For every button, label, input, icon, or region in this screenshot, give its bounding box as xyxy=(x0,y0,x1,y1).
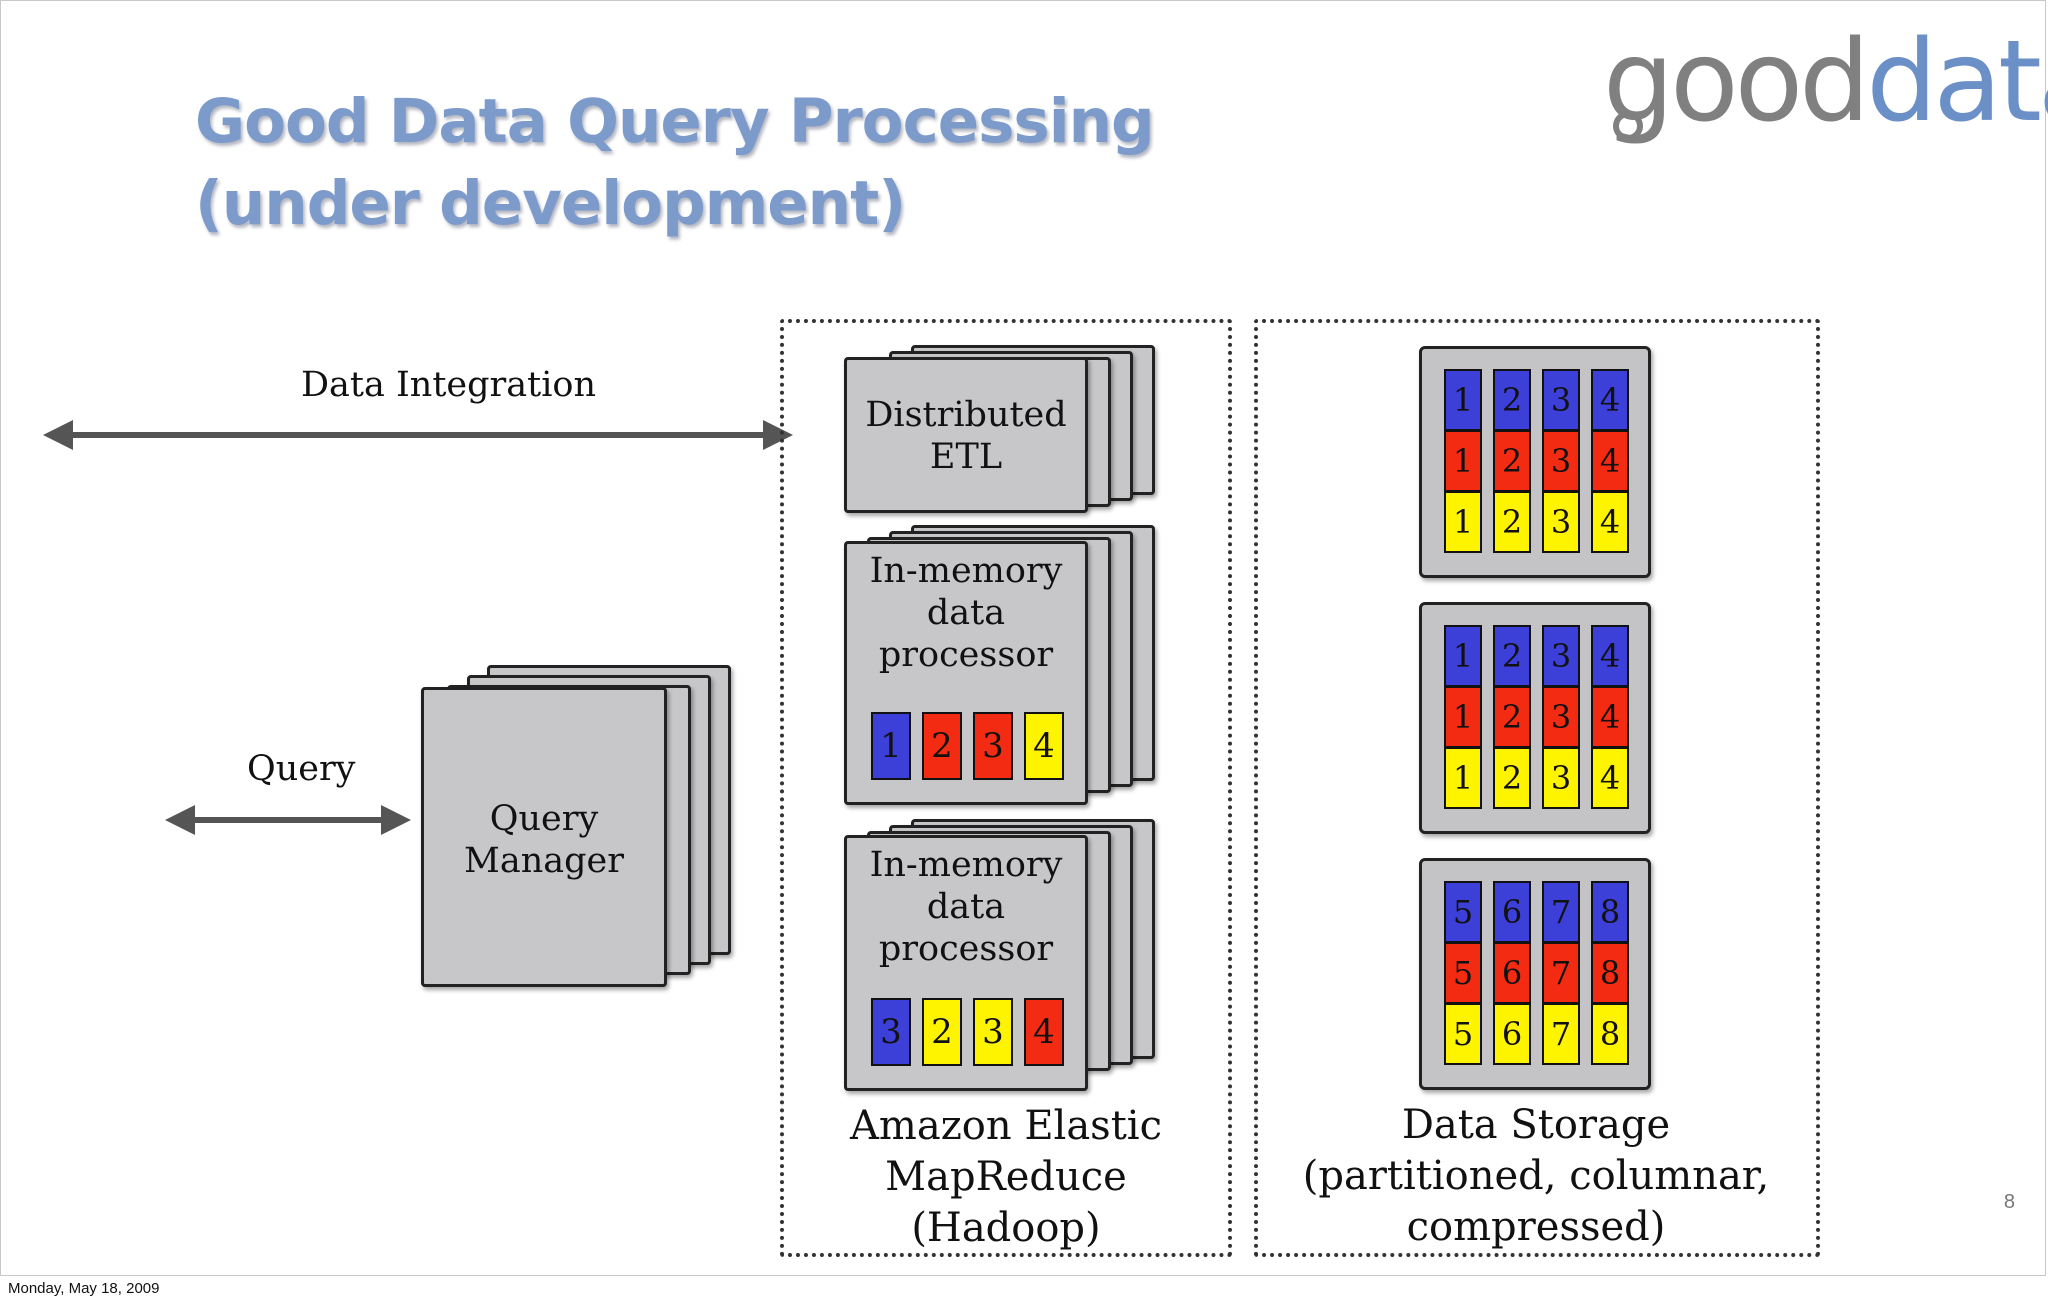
slide: Good Data Query Processing (under develo… xyxy=(0,0,2048,1276)
storage-cell: 1 xyxy=(1444,369,1482,431)
processor-2-cell: 2 xyxy=(922,998,962,1066)
storage-cell: 4 xyxy=(1591,625,1629,687)
logo-data-text: data xyxy=(1866,17,2048,147)
storage-cell: 2 xyxy=(1493,491,1531,553)
storage-cell: 8 xyxy=(1591,1003,1629,1065)
storage-cell: 1 xyxy=(1444,625,1482,687)
storage-container xyxy=(1254,319,1820,1257)
slide-title: Good Data Query Processing (under develo… xyxy=(195,81,1155,245)
storage-cell: 3 xyxy=(1542,686,1580,748)
storage-cell: 1 xyxy=(1444,430,1482,492)
processor-1-label-line-2: data processor xyxy=(878,593,1054,675)
storage-cell: 7 xyxy=(1542,881,1580,943)
storage-cell: 4 xyxy=(1591,686,1629,748)
storage-cell: 2 xyxy=(1493,686,1531,748)
storage-cell: 4 xyxy=(1591,747,1629,809)
logo-good-text: good xyxy=(1603,17,1870,147)
processor-1-label-line-1: In-memory xyxy=(869,551,1063,591)
storage-cell: 1 xyxy=(1444,686,1482,748)
query-manager-label-line-2: Manager xyxy=(464,841,624,881)
storage-cell: 6 xyxy=(1493,1003,1531,1065)
storage-cell: 3 xyxy=(1542,369,1580,431)
slide-title-line-2: (under development) xyxy=(195,168,906,239)
processor-2-cell: 3 xyxy=(973,998,1013,1066)
storage-cell: 2 xyxy=(1493,747,1531,809)
processor-1-label: In-memory data processor xyxy=(847,550,1085,676)
etl-label-line-1: Distributed xyxy=(865,395,1067,435)
data-integration-label: Data Integration xyxy=(301,365,597,405)
storage-cell: 7 xyxy=(1542,1003,1580,1065)
processor-2-cell: 4 xyxy=(1024,998,1064,1066)
query-manager-card: Query Manager xyxy=(421,687,667,987)
processor-1-cell: 1 xyxy=(871,712,911,780)
query-manager-label-line-1: Query xyxy=(489,799,599,839)
storage-cell: 4 xyxy=(1591,491,1629,553)
storage-cell: 3 xyxy=(1542,747,1580,809)
processor-2-card: In-memory data processor 3 2 3 4 xyxy=(844,835,1088,1091)
processor-2-cell: 3 xyxy=(871,998,911,1066)
emr-caption-line-3: (Hadoop) xyxy=(911,1205,1101,1251)
storage-cell: 4 xyxy=(1591,369,1629,431)
processor-1-card: In-memory data processor 1 2 3 4 xyxy=(844,541,1088,805)
storage-cell: 8 xyxy=(1591,942,1629,1004)
storage-cell: 5 xyxy=(1444,881,1482,943)
emr-caption-line-2: MapReduce xyxy=(885,1154,1127,1200)
processor-2-label-line-2: data processor xyxy=(878,887,1054,969)
gooddata-logo: gooddata xyxy=(1603,17,2048,147)
storage-cell: 6 xyxy=(1493,881,1531,943)
processor-1-cell: 3 xyxy=(973,712,1013,780)
storage-caption: Data Storage (partitioned, columnar, com… xyxy=(1291,1100,1781,1253)
storage-cell: 2 xyxy=(1493,369,1531,431)
storage-cell: 1 xyxy=(1444,491,1482,553)
storage-cell: 2 xyxy=(1493,430,1531,492)
storage-cell: 5 xyxy=(1444,942,1482,1004)
storage-cell: 5 xyxy=(1444,1003,1482,1065)
storage-cell: 3 xyxy=(1542,430,1580,492)
processor-1-cell: 2 xyxy=(922,712,962,780)
emr-container xyxy=(780,319,1232,1257)
logo-ring-icon xyxy=(1613,111,1643,141)
footer-date: Monday, May 18, 2009 xyxy=(8,1280,160,1297)
storage-cell: 2 xyxy=(1493,625,1531,687)
slide-title-line-1: Good Data Query Processing xyxy=(195,86,1155,157)
query-label: Query xyxy=(247,749,356,789)
storage-caption-line-1: Data Storage xyxy=(1401,1102,1671,1148)
query-manager-label: Query Manager xyxy=(424,798,664,882)
storage-caption-line-3: compressed) xyxy=(1406,1204,1666,1250)
emr-caption-line-1: Amazon Elastic xyxy=(850,1103,1162,1149)
page-number: 8 xyxy=(2003,1191,2015,1213)
processor-2-label-line-1: In-memory xyxy=(869,845,1063,885)
storage-cell: 6 xyxy=(1493,942,1531,1004)
storage-cell: 1 xyxy=(1444,747,1482,809)
storage-cell: 7 xyxy=(1542,942,1580,1004)
storage-caption-line-2: (partitioned, columnar, xyxy=(1302,1153,1770,1199)
storage-cell: 3 xyxy=(1542,491,1580,553)
processor-2-label: In-memory data processor xyxy=(847,844,1085,970)
emr-caption: Amazon Elastic MapReduce (Hadoop) xyxy=(841,1101,1171,1254)
etl-label-line-2: ETL xyxy=(929,437,1003,477)
storage-cell: 8 xyxy=(1591,881,1629,943)
storage-cell: 3 xyxy=(1542,625,1580,687)
etl-label: Distributed ETL xyxy=(847,394,1085,478)
storage-cell: 4 xyxy=(1591,430,1629,492)
processor-1-cell: 4 xyxy=(1024,712,1064,780)
etl-card: Distributed ETL xyxy=(844,357,1088,513)
